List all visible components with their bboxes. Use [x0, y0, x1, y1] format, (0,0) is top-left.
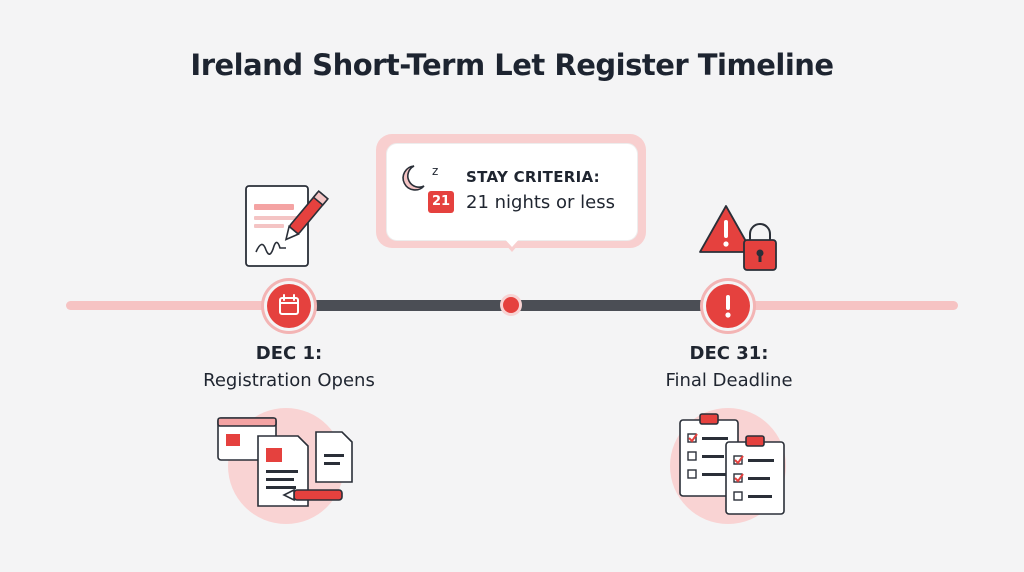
milestone-start-date: DEC 1: — [255, 343, 323, 364]
page-title: Ireland Short-Term Let Register Timeline — [190, 48, 834, 82]
milestone-end-label: Final Deadline — [665, 370, 793, 391]
milestone-start-label: Registration Opens — [203, 370, 375, 391]
calendar-icon — [279, 294, 299, 315]
timeline-midpoint-dot — [503, 297, 519, 313]
moon-icon — [402, 165, 425, 191]
calendar-21-badge: 21 — [428, 191, 454, 213]
milestone-end-date: DEC 31: — [689, 343, 769, 364]
callout-tail-inner — [502, 236, 522, 247]
milestone-end-marker — [706, 284, 750, 328]
checklist-icon — [679, 413, 785, 515]
documents-icon — [217, 417, 353, 507]
stay-criteria-value: 21 nights or less — [466, 192, 615, 213]
milestone-start-marker — [267, 284, 311, 328]
stay-criteria-label: STAY CRITERIA: — [466, 168, 600, 186]
signed-document-icon — [245, 185, 330, 267]
warning-lock-icon — [699, 205, 777, 271]
exclamation-icon — [725, 295, 731, 318]
sleep-z: z — [432, 164, 439, 178]
